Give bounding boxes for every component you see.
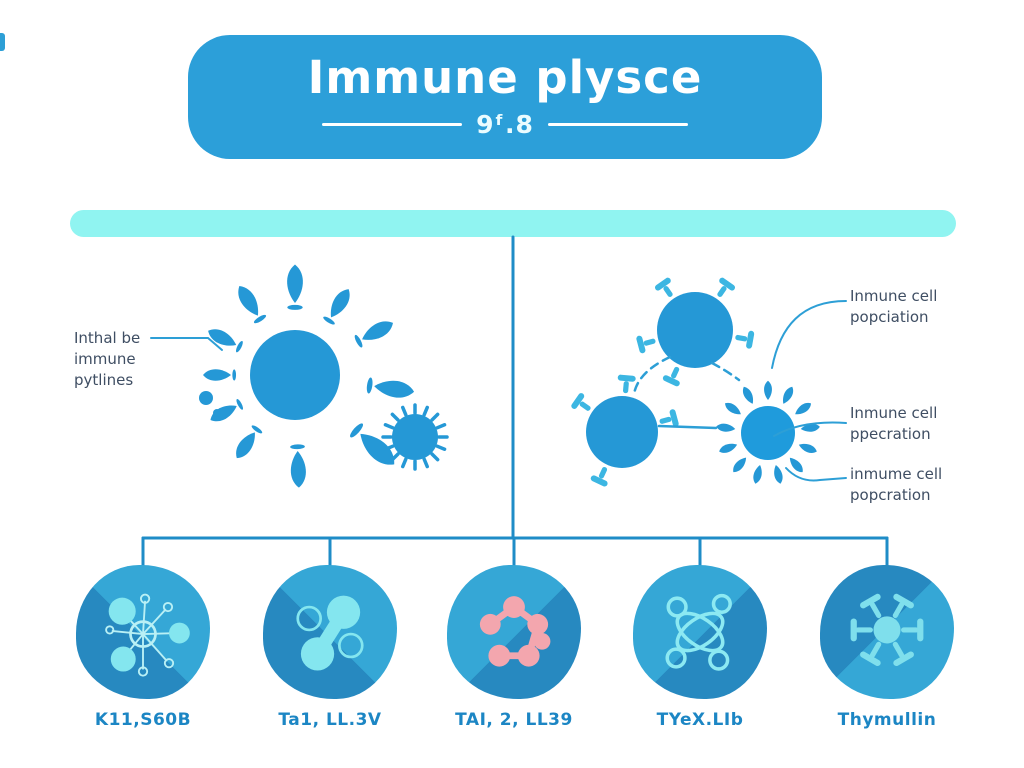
left-figure-label-line: pytlines bbox=[74, 371, 134, 389]
cytokine-cell-figure bbox=[199, 264, 416, 488]
network-molecule-icon bbox=[105, 593, 190, 677]
node-k11s60b bbox=[76, 565, 210, 699]
node-ta1ll3v bbox=[263, 565, 397, 699]
divider-bar bbox=[70, 210, 956, 237]
hub-spoke-icon bbox=[850, 593, 924, 667]
node-tai2ll39 bbox=[447, 565, 581, 699]
left-figure-label: Inthal be immune pytlines bbox=[74, 328, 140, 391]
node-label-tai2ll39: TAI, 2, LL39 bbox=[455, 710, 573, 730]
label-line: ppecration bbox=[850, 425, 931, 443]
label-line: popciation bbox=[850, 308, 929, 326]
virus-icon bbox=[381, 403, 449, 471]
node-label-tyexllb: TYeX.LIb bbox=[656, 710, 744, 730]
right-figure-label-2: Inmune cell ppecration bbox=[850, 403, 937, 445]
edge-artifact bbox=[0, 33, 5, 51]
label-line: popcration bbox=[850, 486, 931, 504]
connector-tree bbox=[141, 235, 889, 568]
page-title: Immune plysce bbox=[307, 51, 703, 104]
node-thymullin bbox=[820, 565, 954, 699]
subtitle-rule-right bbox=[547, 123, 688, 126]
label-connectors bbox=[150, 300, 847, 482]
title-banner: Immune plysce 9ᶠ.8 bbox=[188, 35, 822, 159]
label-line: inmume cell bbox=[850, 465, 943, 483]
left-figure-label-line: Inthal be bbox=[74, 329, 141, 347]
right-figure-label-1: Inmune cell popciation bbox=[850, 286, 937, 328]
node-label-k11s60b: K11,S60B bbox=[94, 710, 192, 730]
left-figure-label-line: immune bbox=[74, 350, 136, 368]
page-subtitle: 9ᶠ.8 bbox=[476, 110, 534, 139]
subtitle-row: 9ᶠ.8 bbox=[322, 110, 688, 139]
node-label-thymullin: Thymullin bbox=[837, 710, 937, 730]
right-figure-label-3: inmume cell popcration bbox=[850, 464, 942, 506]
dumbbell-molecule-icon bbox=[296, 595, 364, 671]
node-tyexllb bbox=[633, 565, 767, 699]
cell-network-figure bbox=[570, 276, 821, 488]
outline-molecule-icon bbox=[665, 593, 732, 671]
label-line: Inmune cell bbox=[850, 287, 938, 305]
pink-molecule-icon bbox=[479, 596, 551, 667]
subtitle-rule-left bbox=[322, 123, 463, 126]
node-label-ta1ll3v: Ta1, LL.3V bbox=[278, 710, 382, 730]
label-line: Inmune cell bbox=[850, 404, 938, 422]
